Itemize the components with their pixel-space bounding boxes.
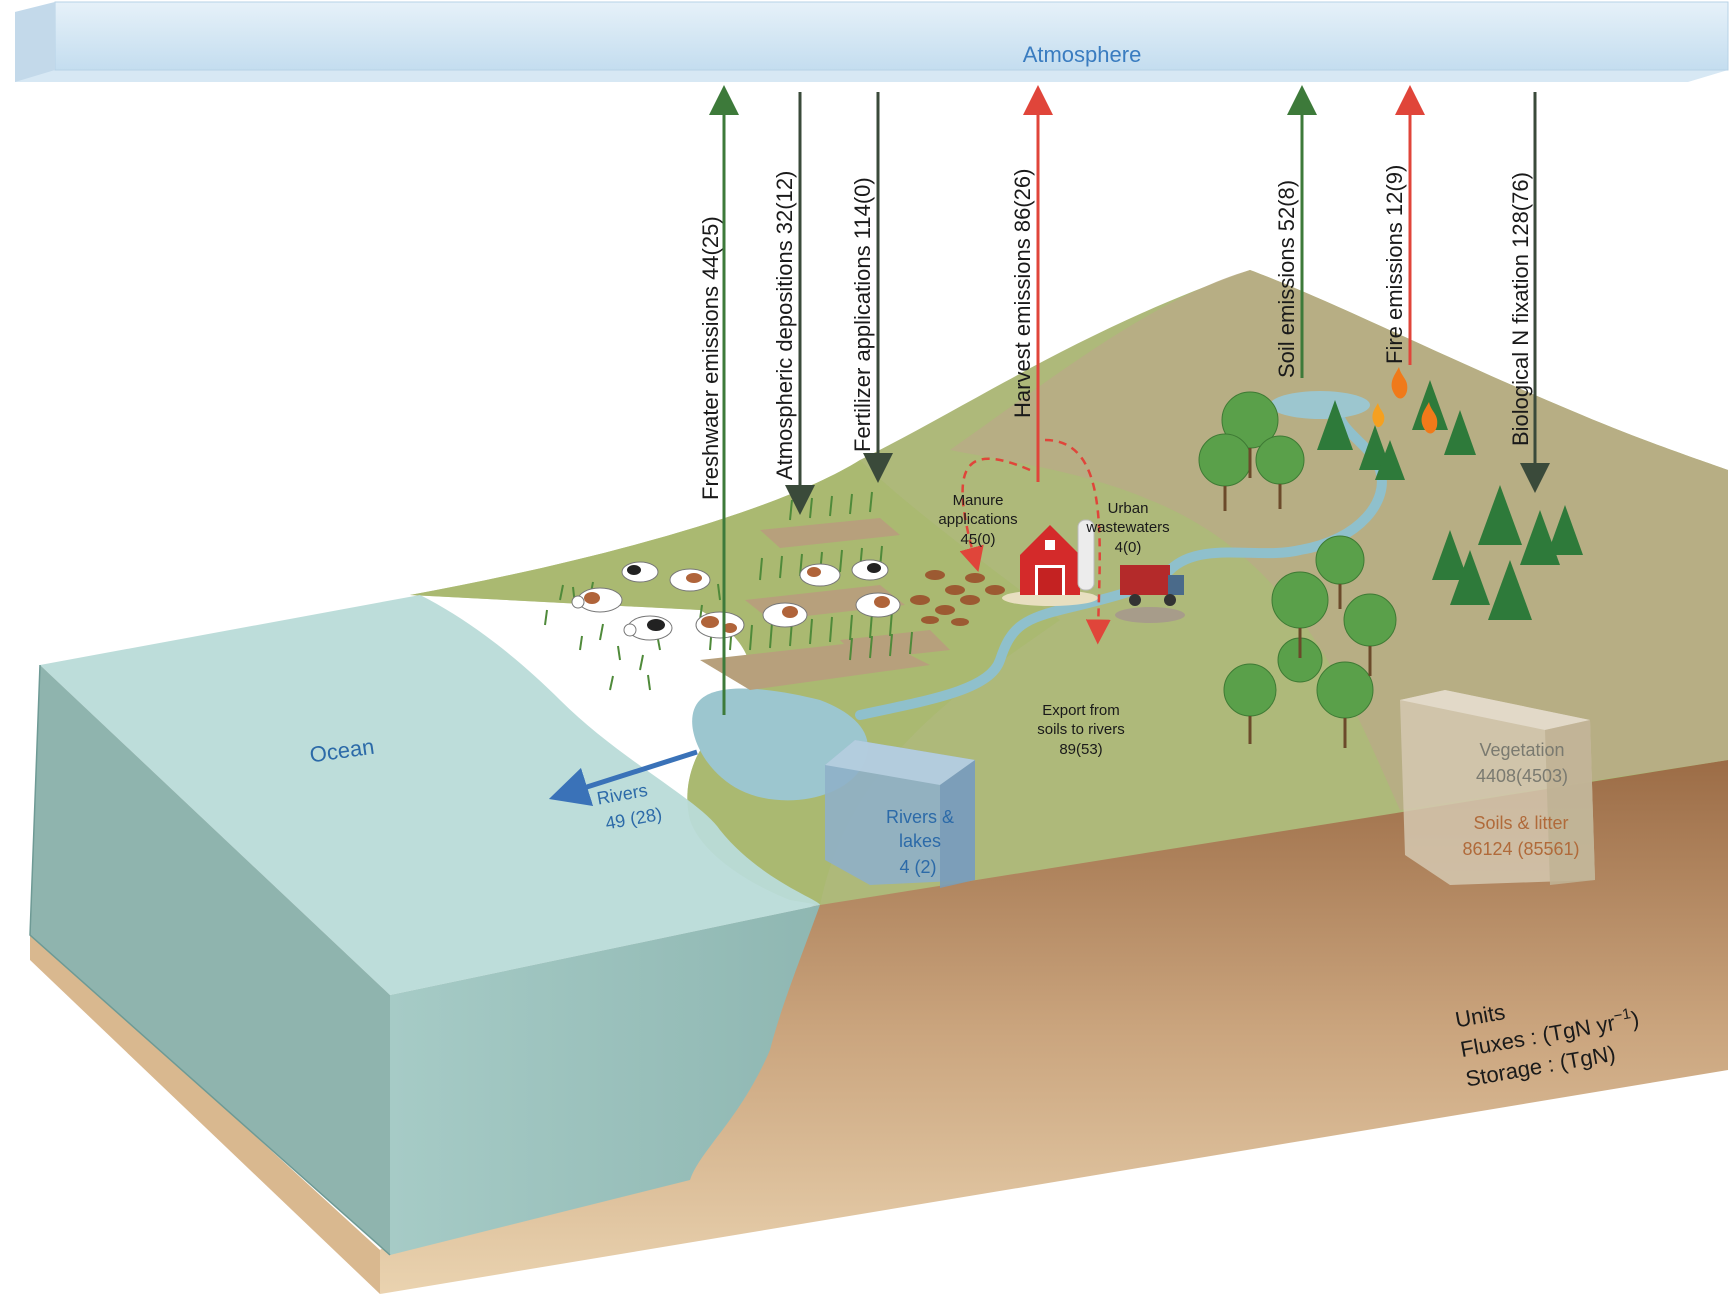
urban-label-1: Urban (1108, 500, 1149, 517)
coastal-lake (692, 688, 868, 801)
fire (1372, 367, 1438, 434)
rivers-lakes-value: 4 (2) (899, 857, 936, 877)
export-label-2: soils to rivers (1037, 721, 1125, 738)
atmosphere-label: Atmosphere (1023, 42, 1142, 67)
freshwater-emissions-label: Freshwater emissions 44(25) (698, 216, 723, 500)
vegetation-value: 4408(4503) (1476, 766, 1568, 786)
harvest-emissions-label: Harvest emissions 86(26) (1010, 169, 1035, 418)
urban-value: 4(0) (1115, 539, 1142, 556)
manure-label: Manure applications 45(0) (938, 492, 1017, 548)
atmospheric-depositions-label: Atmospheric depositions 32(12) (772, 171, 797, 480)
fire-emissions-label: Fire emissions 12(9) (1382, 165, 1407, 364)
vegetation-soils-box: Vegetation 4408(4503) Soils & litter 861… (1400, 690, 1595, 885)
wastewater-truck (1115, 565, 1185, 623)
atmosphere-bar: Atmosphere (15, 1, 1729, 82)
cow (851, 559, 889, 581)
urban-label-2: wastewaters (1085, 519, 1169, 536)
rivers-to-ocean-arrow (548, 749, 698, 807)
barn (1002, 519, 1098, 606)
rivers-lakes-label-2: lakes (899, 831, 941, 851)
cow (799, 563, 841, 587)
soil-emissions-label: Soil emissions 52(8) (1274, 180, 1299, 378)
ocean: Ocean (29, 595, 820, 1256)
cow (669, 568, 711, 592)
soil-block (380, 750, 1728, 1294)
manure-label-1: Manure (953, 492, 1004, 509)
cow (623, 615, 673, 641)
cow (695, 611, 745, 639)
manure-applications-arrow (959, 457, 1031, 573)
export-to-rivers-arrow (1044, 438, 1111, 645)
rivers-lakes-label-1: Rivers & (886, 807, 954, 827)
cow (621, 561, 659, 583)
manure-piles (910, 570, 1005, 626)
biological-n-fixation-label: Biological N fixation 128(76) (1508, 172, 1533, 446)
fertilizer-applications-label: Fertilizer applications 114(0) (850, 177, 875, 452)
soils-label: Soils & litter (1473, 813, 1568, 833)
urban-wastewaters-label: Urban wastewaters 4(0) (1085, 500, 1169, 556)
export-label: Export from soils to rivers 89(53) (1037, 702, 1125, 758)
cattle (571, 559, 901, 641)
mountain-lake (1270, 391, 1370, 419)
manure-label-2: applications (938, 511, 1017, 528)
cow (762, 602, 808, 628)
cow (571, 587, 623, 613)
manure-value: 45(0) (960, 531, 995, 548)
flux-labels: Freshwater emissions 44(25) Atmospheric … (698, 165, 1533, 500)
flux-arrows (548, 85, 1550, 807)
export-label-1: Export from (1042, 702, 1120, 719)
rivers-lakes-box: Rivers & lakes 4 (2) (825, 740, 975, 888)
export-value: 89(53) (1059, 741, 1102, 758)
soils-value: 86124 (85561) (1462, 839, 1579, 859)
conifer-trees (1317, 380, 1583, 620)
deciduous-trees (1198, 391, 1397, 748)
vegetation-label: Vegetation (1479, 740, 1564, 760)
cow (855, 592, 901, 618)
